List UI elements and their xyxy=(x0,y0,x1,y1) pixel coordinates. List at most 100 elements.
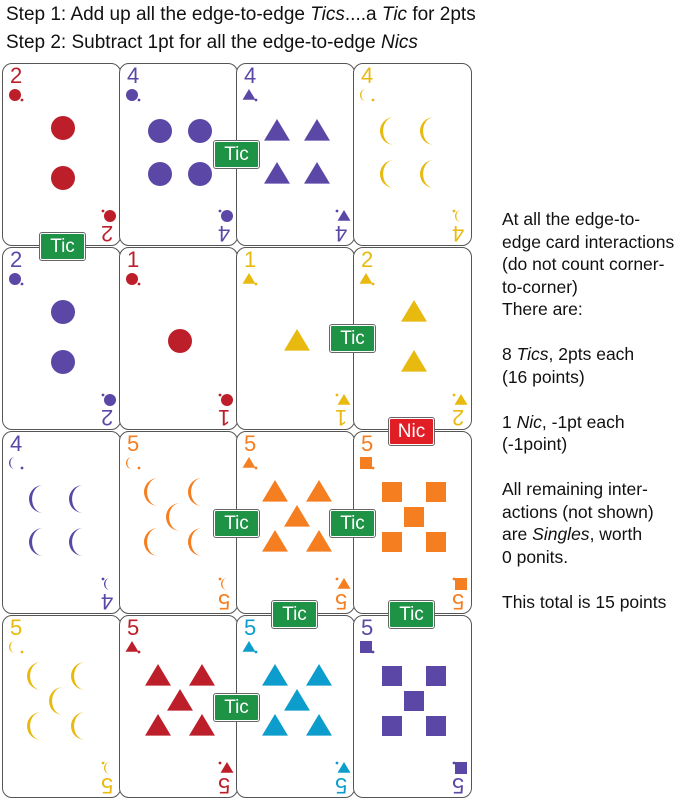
card-value: 5 xyxy=(244,615,257,640)
card-value: 4 xyxy=(361,63,374,88)
corner-triangle-icon xyxy=(337,394,351,405)
card-value-inverted: 5 xyxy=(451,773,464,798)
card-pips xyxy=(9,641,110,774)
tic-tag: Tic xyxy=(213,140,260,169)
corner-circle-icon xyxy=(126,273,138,285)
corner-triangle-icon xyxy=(454,394,468,405)
corner-triangle-icon xyxy=(242,89,256,100)
card-value: 5 xyxy=(361,431,374,456)
card-value-inverted: 2 xyxy=(100,405,113,430)
corner-dot xyxy=(452,761,456,765)
moon-pip xyxy=(144,528,158,556)
triangle-pip xyxy=(284,505,310,527)
card-value-inverted: 4 xyxy=(100,589,113,614)
card-value-inverted: 4 xyxy=(451,221,464,246)
corner-circle-icon xyxy=(104,210,116,222)
corner-moon-icon xyxy=(360,89,366,101)
square-pip xyxy=(382,482,402,502)
triangle-pip xyxy=(304,119,330,141)
triangle-pip xyxy=(145,714,171,736)
corner-circle-icon xyxy=(9,273,21,285)
card-value-inverted: 5 xyxy=(100,773,113,798)
corner-dot xyxy=(218,577,222,581)
triangle-pip xyxy=(262,530,288,552)
corner-dot xyxy=(137,650,141,654)
corner-triangle-icon xyxy=(242,273,256,284)
triangle-pip xyxy=(306,714,332,736)
triangle-pip xyxy=(189,664,215,686)
square-pip xyxy=(426,716,446,736)
corner-triangle-icon xyxy=(359,273,373,284)
corner-dot xyxy=(452,577,456,581)
square-pip xyxy=(404,507,424,527)
circle-pip xyxy=(188,162,212,186)
corner-circle-icon xyxy=(126,89,138,101)
square-pip xyxy=(382,532,402,552)
moon-pip xyxy=(188,478,202,506)
corner-dot xyxy=(20,282,24,286)
triangle-pip xyxy=(262,480,288,502)
tic-tag: Tic xyxy=(213,693,260,722)
corner-moon-icon xyxy=(9,457,15,469)
card-pips xyxy=(242,457,351,589)
moon-pip xyxy=(27,712,41,740)
square-pip xyxy=(426,666,446,686)
corner-triangle-icon xyxy=(337,578,351,589)
card-value-inverted: 1 xyxy=(217,405,230,430)
step-2-text-a: Step 2: Subtract 1pt for all the edge-to… xyxy=(6,32,381,53)
moon-pip xyxy=(166,503,180,531)
card-pips xyxy=(125,641,234,773)
corner-dot xyxy=(335,209,339,213)
tic-tag: Tic xyxy=(271,600,318,629)
card-value-inverted: 5 xyxy=(451,589,464,614)
scoring-explanation: At all the edge-to- edge card interactio… xyxy=(502,208,692,636)
interaction-intro: At all the edge-to- edge card interactio… xyxy=(502,209,675,319)
triangle-pip xyxy=(189,714,215,736)
circle-pip xyxy=(51,116,75,140)
tic-tag: Tic xyxy=(329,509,376,538)
corner-dot xyxy=(452,209,456,213)
corner-moon-icon xyxy=(9,641,15,653)
corner-dot xyxy=(371,466,375,470)
tics-summary: 8 Tics, 2pts each (16 points) xyxy=(502,344,635,387)
step-1-text-b: ....a xyxy=(344,4,382,25)
square-pip xyxy=(404,691,424,711)
tic-tag: Tic xyxy=(388,600,435,629)
corner-dot xyxy=(20,466,24,470)
corner-square-icon xyxy=(455,578,467,590)
card-value: 5 xyxy=(244,431,257,456)
corner-dot xyxy=(101,761,105,765)
corner-dot xyxy=(20,98,24,102)
card-value: 4 xyxy=(10,431,23,456)
circle-pip xyxy=(148,119,172,143)
corner-dot xyxy=(371,282,375,286)
moon-pip xyxy=(29,485,43,513)
card-value: 2 xyxy=(10,247,23,272)
card-value-inverted: 5 xyxy=(217,589,230,614)
singles-summary: All remaining inter- actions (not shown)… xyxy=(502,479,654,567)
corner-dot xyxy=(452,393,456,397)
card-pips xyxy=(9,273,116,406)
card-value-inverted: 1 xyxy=(334,405,347,430)
corner-dot xyxy=(137,466,141,470)
card-value: 1 xyxy=(244,247,257,272)
step-2-nics-word: Nics xyxy=(380,32,418,53)
corner-square-icon xyxy=(455,762,467,774)
card-value: 4 xyxy=(127,63,140,88)
circle-pip xyxy=(51,166,75,190)
triangle-pip xyxy=(284,329,310,351)
corner-dot xyxy=(101,577,105,581)
circle-pip xyxy=(51,300,75,324)
square-pip xyxy=(382,666,402,686)
corner-moon-icon xyxy=(104,762,110,774)
card-value-inverted: 4 xyxy=(217,221,230,246)
square-pip xyxy=(426,482,446,502)
card-pips xyxy=(360,457,467,590)
corner-square-icon xyxy=(360,457,372,469)
